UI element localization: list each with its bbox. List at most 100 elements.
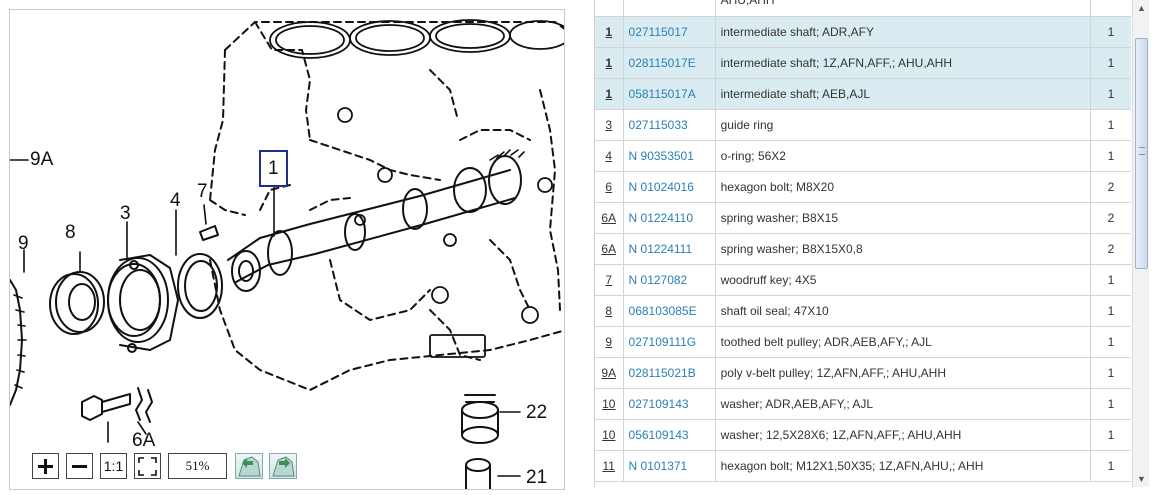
scroll-down-button[interactable]: ▼ [1134,471,1149,487]
part-number-cell: 028115017E [623,47,716,79]
position-cell: 9A [595,357,624,389]
description-cell: spring washer; B8X15 [715,202,1091,234]
part-number-link[interactable]: N 01224111 [628,241,693,256]
callout-9[interactable]: 9 [18,233,29,254]
part-number-link[interactable]: 027115033 [628,117,688,132]
position-cell: 6 [595,171,624,203]
part-number-link[interactable]: N 01024016 [628,179,694,194]
part-number-link[interactable]: 058115017A [628,86,696,101]
position-link[interactable]: 10 [602,427,616,442]
part-number-link[interactable]: 027109111G [628,334,697,349]
position-link[interactable]: 11 [602,458,615,473]
position-link[interactable]: 8 [605,303,613,318]
part-number-link[interactable]: N 0101371 [628,458,688,473]
position-link[interactable]: 6A [601,241,617,256]
part-number-link[interactable]: 027109143 [628,396,689,411]
hexagon-bolt-6 [81,393,131,421]
part-number-cell: 056109143 [623,419,716,451]
quantity-cell: 1 [1090,16,1131,48]
quantity-cell: 1 [1090,109,1131,141]
position-link[interactable]: 1 [605,86,613,101]
part-number-cell: 027115017 [623,16,716,48]
position-link[interactable]: 4 [605,148,613,163]
position-cell: 6A [595,202,624,234]
scroll-up-button[interactable]: ▲ [1134,0,1149,16]
gear-22 [461,394,499,444]
callout-3[interactable]: 3 [120,203,131,224]
quantity-cell: 1 [1090,419,1131,451]
part-number-cell: 028115021B [623,357,716,389]
part-number-link[interactable]: N 90353501 [628,148,694,163]
position-cell [595,0,624,17]
description-cell: guide ring [715,109,1091,141]
part-number-link[interactable]: 027115017 [628,24,688,39]
selected-callout-frame[interactable] [259,150,288,187]
zoom-level-field[interactable]: 51% [168,453,227,479]
position-link[interactable]: 3 [605,117,613,132]
quantity-cell: 1 [1090,450,1131,482]
position-link[interactable]: 10 [602,396,616,411]
part-number-link[interactable]: 028115017E [628,55,696,70]
position-cell: 6A [595,233,624,265]
scroll-thumb[interactable] [1135,38,1148,269]
callout-9a[interactable]: 9A [30,149,54,170]
vertical-scrollbar[interactable]: ▲ ▼ [1132,0,1149,487]
description-cell: hexagon bolt; M8X20 [715,171,1091,203]
position-link[interactable]: 6A [601,210,617,225]
callout-6a[interactable]: 6A [132,430,156,451]
part-number-cell: 027115033 [623,109,716,141]
callout-22[interactable]: 22 [526,402,548,423]
position-link[interactable]: 1 [605,24,613,39]
exploded-diagram-panel[interactable]: 9A 9 8 3 4 7 1 22 6A 21 1:1 51% [9,9,565,490]
position-link[interactable]: 6 [605,179,613,194]
intermediate-shaft [227,149,525,292]
woodruff-key-7 [199,225,219,241]
zoom-in-button[interactable] [32,453,59,479]
position-cell: 7 [595,264,624,296]
part-number-link[interactable]: N 0127082 [628,272,688,287]
position-cell: 10 [595,419,624,451]
description-cell: AHU,AHH [715,0,1091,17]
position-cell: 8 [595,295,624,327]
position-link[interactable]: 9 [605,334,613,349]
fit-to-window-button[interactable] [134,453,161,479]
position-link[interactable]: 9A [601,365,617,380]
actual-size-button[interactable]: 1:1 [100,453,127,479]
fit-frame-icon [138,456,157,476]
position-link[interactable]: 7 [605,272,613,287]
part-number-link[interactable]: 068103085E [628,303,697,318]
previous-image-button[interactable] [235,453,263,479]
next-image-button[interactable] [269,453,297,479]
part-number-link[interactable]: N 01224110 [628,210,694,225]
part-21 [465,458,491,489]
callout-8[interactable]: 8 [65,222,76,243]
callout-4[interactable]: 4 [170,190,181,211]
position-link[interactable]: 1 [605,55,613,70]
part-number-link[interactable]: 056109143 [628,427,689,442]
callout-1[interactable]: 1 [268,158,279,179]
part-number-link[interactable]: 028115021B [628,365,696,380]
grip-icon [1139,147,1145,155]
callout-7[interactable]: 7 [197,181,208,202]
arrow-down-icon: ▼ [1137,474,1146,484]
zoom-out-button[interactable] [66,453,93,479]
part-number-cell: N 0127082 [623,264,716,296]
callout-21[interactable]: 21 [526,467,548,488]
